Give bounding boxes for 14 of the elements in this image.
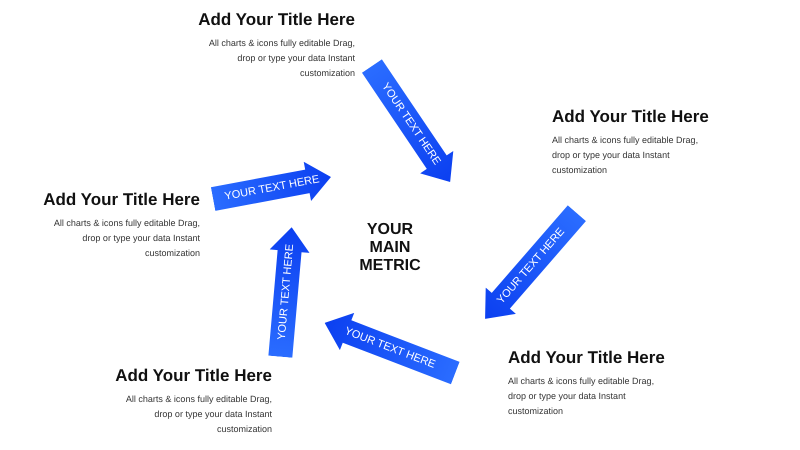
metric-text: YOUR MAIN METRIC: [358, 221, 422, 275]
arrow-text: YOUR TEXT HERE: [342, 325, 438, 371]
description-text: All charts & icons fully editable Drag, drop or type your data Instant customization: [52, 217, 200, 260]
section-title: Add Your Title Here: [552, 107, 710, 127]
section-title: Add Your Title Here: [42, 190, 200, 210]
section-title: Add Your Title Here: [508, 348, 666, 368]
description-text: All charts & icons fully editable Drag, drop or type your data Instant customization: [208, 37, 355, 80]
section-title: Add Your Title Here: [197, 10, 355, 30]
description-text: All charts & icons fully editable Drag, drop or type your data Instant customization: [508, 375, 656, 418]
description-text: All charts & icons fully editable Drag, drop or type your data Instant customization: [124, 393, 272, 436]
arrow-text: YOUR TEXT HERE: [224, 173, 320, 203]
description-text: All charts & icons fully editable Drag, drop or type your data Instant customization: [552, 134, 700, 177]
section-title: Add Your Title Here: [114, 366, 272, 386]
arrow-text: YOUR TEXT HERE: [276, 244, 296, 340]
